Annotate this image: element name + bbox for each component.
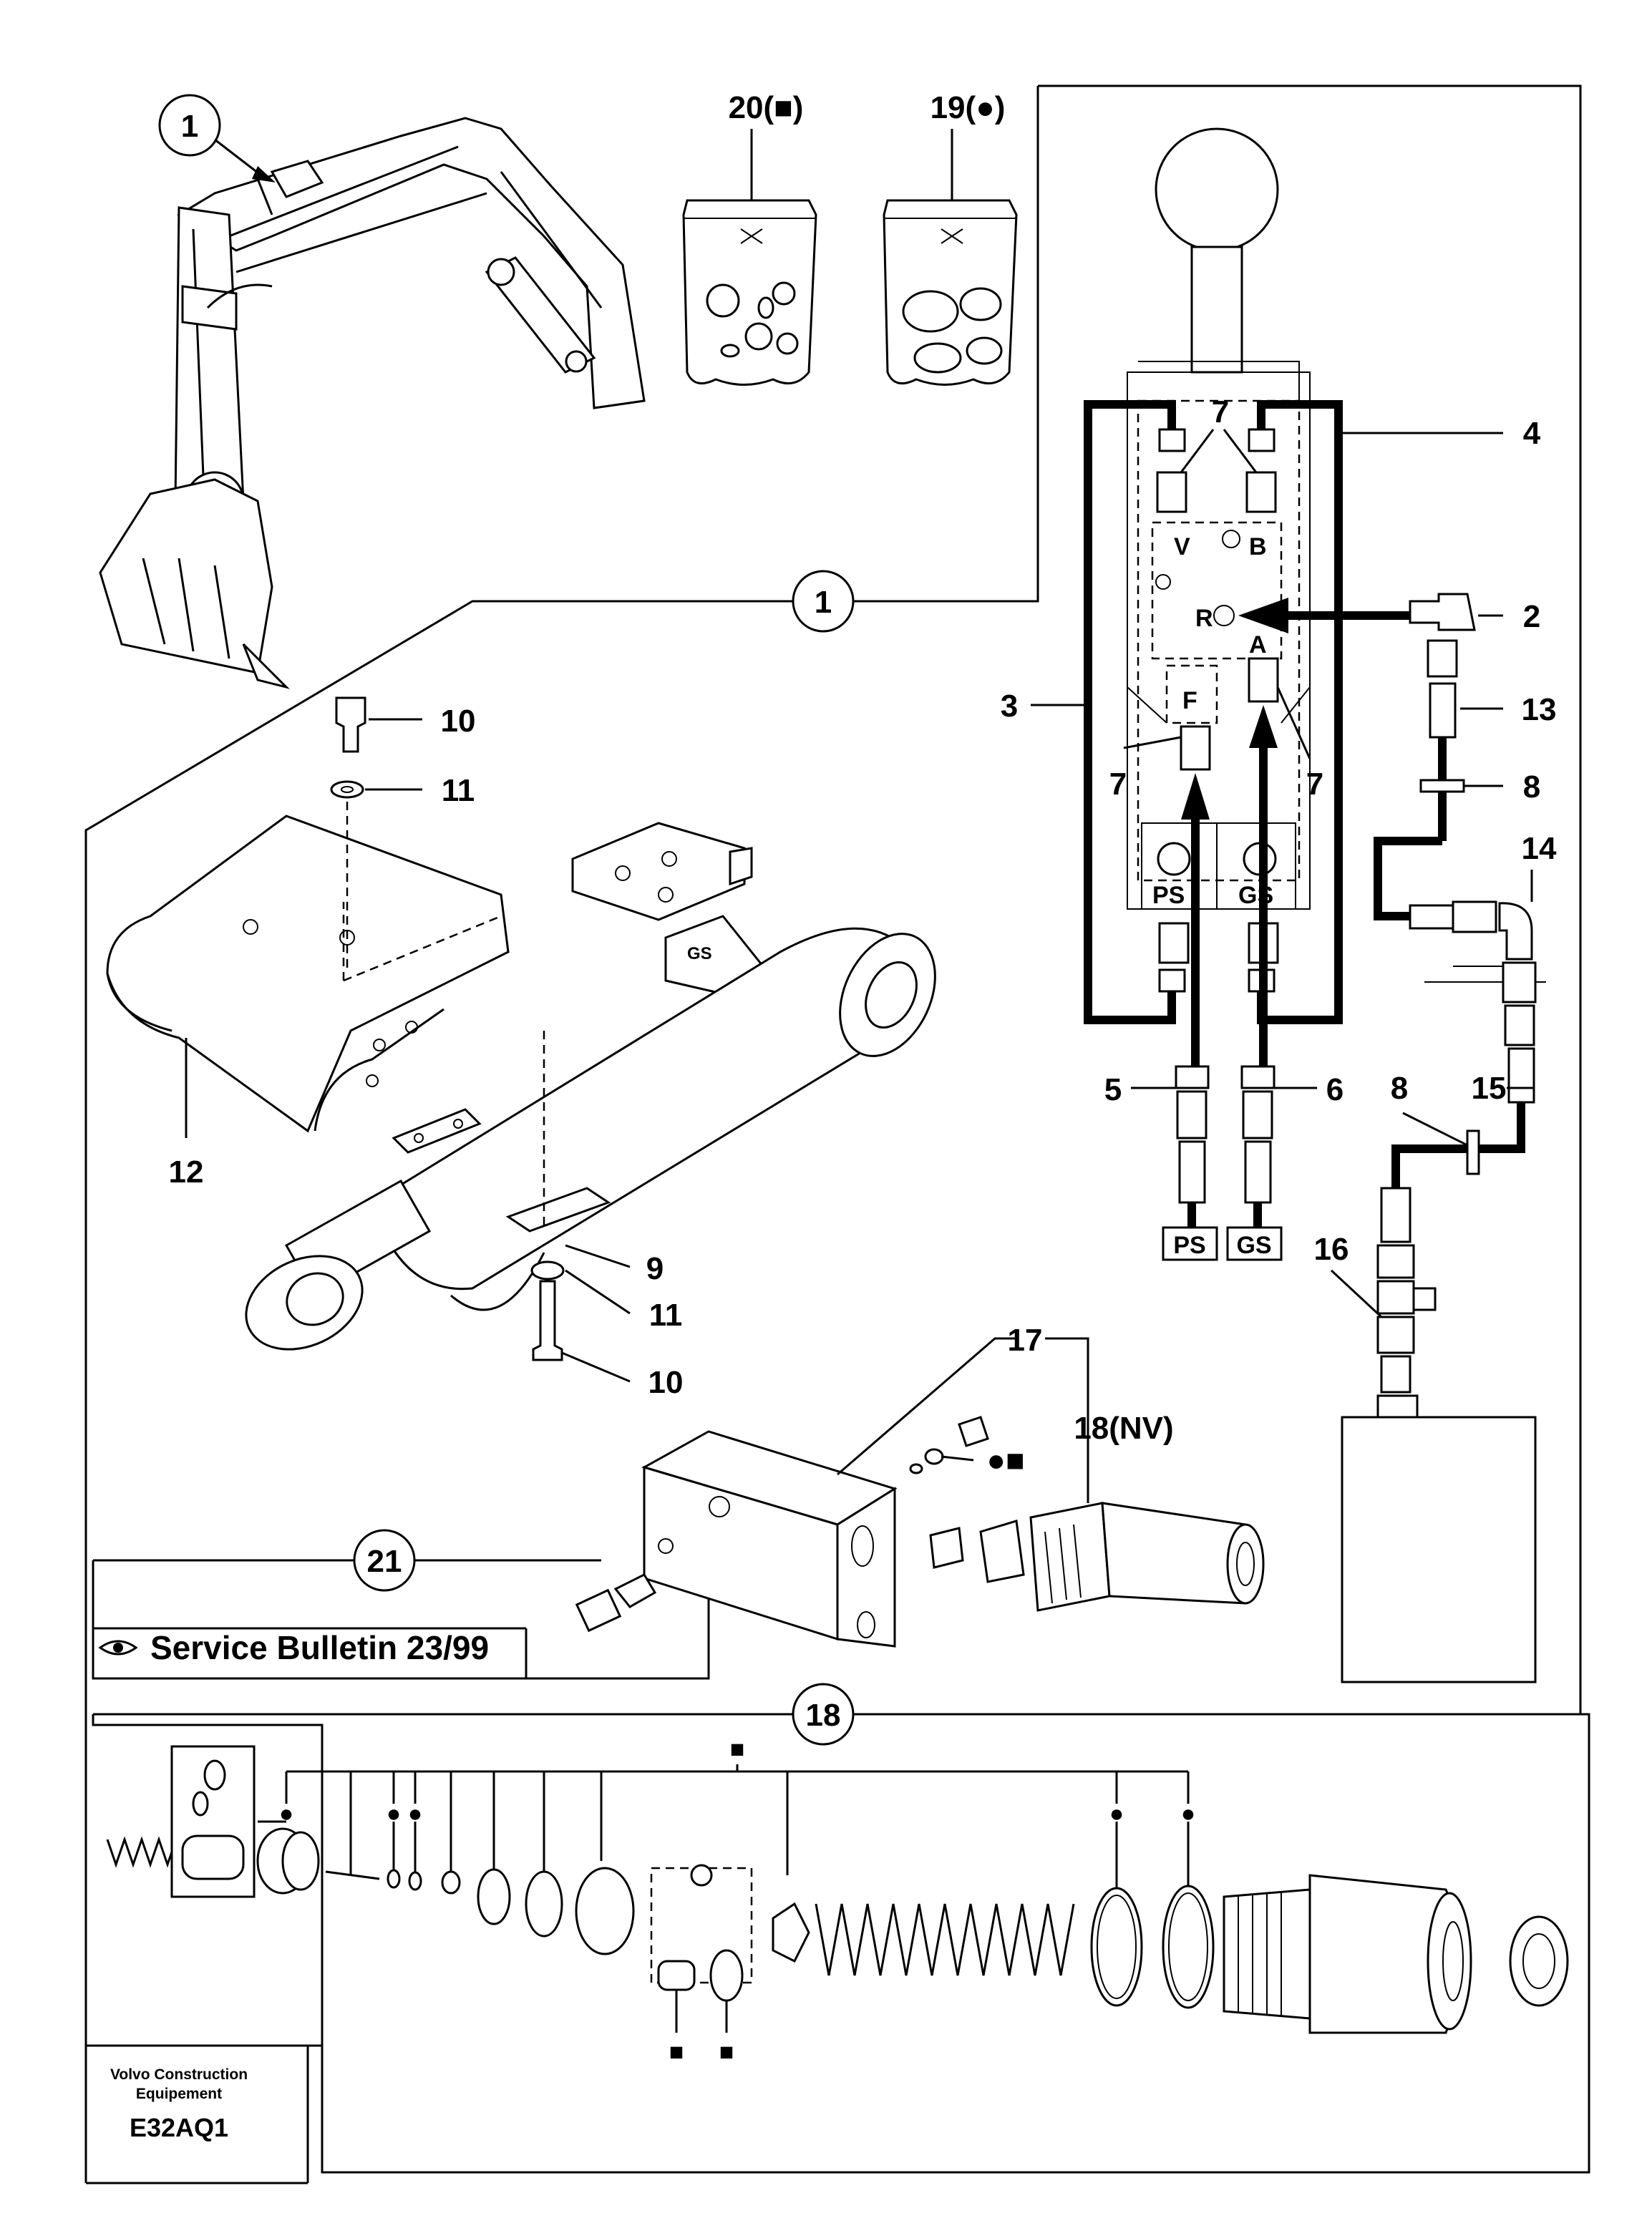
seal-kit-bag-19: 19(●) [883, 90, 1018, 386]
svg-text:R: R [1195, 605, 1213, 632]
svg-text:Service Bulletin 23/99: Service Bulletin 23/99 [150, 1629, 489, 1666]
svg-text:4: 4 [1523, 416, 1541, 451]
svg-text:7: 7 [1212, 394, 1229, 429]
svg-text:PS: PS [1173, 1232, 1205, 1259]
svg-text:●: ● [387, 1800, 402, 1827]
svg-text:8: 8 [1391, 1071, 1408, 1106]
svg-text:●: ● [408, 1800, 423, 1827]
callout-21: 21 [93, 1529, 601, 1678]
svg-text:14: 14 [1522, 831, 1557, 866]
svg-text:2: 2 [1523, 599, 1540, 634]
svg-text:11: 11 [442, 773, 475, 808]
svg-text:■: ■ [669, 2038, 684, 2066]
control-valve-assembly: V B R A F PS GS [1084, 127, 1546, 1683]
svg-text:GS: GS [687, 944, 712, 963]
svg-text:12: 12 [169, 1155, 204, 1190]
callout-18: 18 [792, 1683, 855, 1746]
service-bulletin-note: Service Bulletin 23/99 [98, 1629, 489, 1666]
svg-text:1: 1 [181, 109, 198, 144]
exploded-view-18: ■ ● ● ● ● ● [106, 1736, 1569, 2066]
svg-text:GS: GS [1238, 882, 1273, 909]
control-valve-labels: 7 4 2 3 7 7 13 8 14 5 6 8 15 16 [1001, 394, 1557, 1318]
svg-text:3: 3 [1001, 689, 1018, 724]
footer-credit: Volvo Construction Equipement E32AQ1 [110, 2066, 248, 2142]
svg-text:■: ■ [730, 1736, 745, 1763]
svg-text:GS: GS [1236, 1232, 1271, 1259]
svg-text:6: 6 [1326, 1072, 1344, 1107]
svg-text:1: 1 [815, 585, 832, 620]
svg-text:●: ● [279, 1800, 294, 1827]
svg-text:8: 8 [1523, 769, 1540, 805]
callout-1-mid: 1 [792, 570, 855, 633]
svg-text:10: 10 [441, 704, 476, 739]
svg-text:E32AQ1: E32AQ1 [130, 2113, 228, 2142]
svg-text:15: 15 [1472, 1071, 1507, 1106]
svg-text:Volvo Construction: Volvo Construction [110, 2066, 248, 2083]
svg-text:PS: PS [1152, 882, 1185, 909]
svg-text:B: B [1249, 533, 1267, 560]
svg-text:●: ● [1181, 1800, 1196, 1827]
svg-text:19(●): 19(●) [931, 90, 1006, 125]
svg-text:7: 7 [1109, 767, 1127, 802]
svg-text:18(NV): 18(NV) [1074, 1411, 1173, 1446]
svg-text:7: 7 [1306, 767, 1323, 802]
svg-text:16: 16 [1314, 1232, 1349, 1267]
frame-lines [84, 84, 1590, 2184]
svg-text:9: 9 [646, 1251, 664, 1286]
svg-text:V: V [1174, 533, 1190, 560]
seal-kit-bag-20: 20(■) [682, 90, 817, 386]
cylinder-labels: 10 11 12 9 11 10 [169, 704, 684, 1400]
manifold-labels: 17 18(NV) ●■ [837, 1323, 1174, 1503]
callout-1-top: 1 [158, 94, 276, 183]
svg-text:●■: ●■ [986, 1443, 1024, 1478]
cylinder-mount-assembly: GS PS [106, 696, 936, 1361]
svg-text:●: ● [1109, 1800, 1124, 1827]
svg-text:F: F [1182, 687, 1197, 714]
svg-text:■: ■ [719, 2038, 734, 2066]
svg-text:10: 10 [648, 1365, 684, 1400]
svg-text:A: A [1249, 631, 1267, 658]
svg-text:20(■): 20(■) [729, 90, 804, 125]
svg-text:17: 17 [1008, 1323, 1043, 1358]
svg-text:5: 5 [1104, 1072, 1122, 1107]
manifold-block-17 [575, 1416, 1265, 1648]
svg-text:Equipement: Equipement [136, 2086, 222, 2102]
svg-text:13: 13 [1522, 692, 1557, 727]
svg-text:18: 18 [806, 1698, 841, 1733]
svg-text:21: 21 [367, 1544, 402, 1579]
svg-text:11: 11 [649, 1298, 683, 1333]
excavator-arm-illustration [99, 117, 646, 689]
